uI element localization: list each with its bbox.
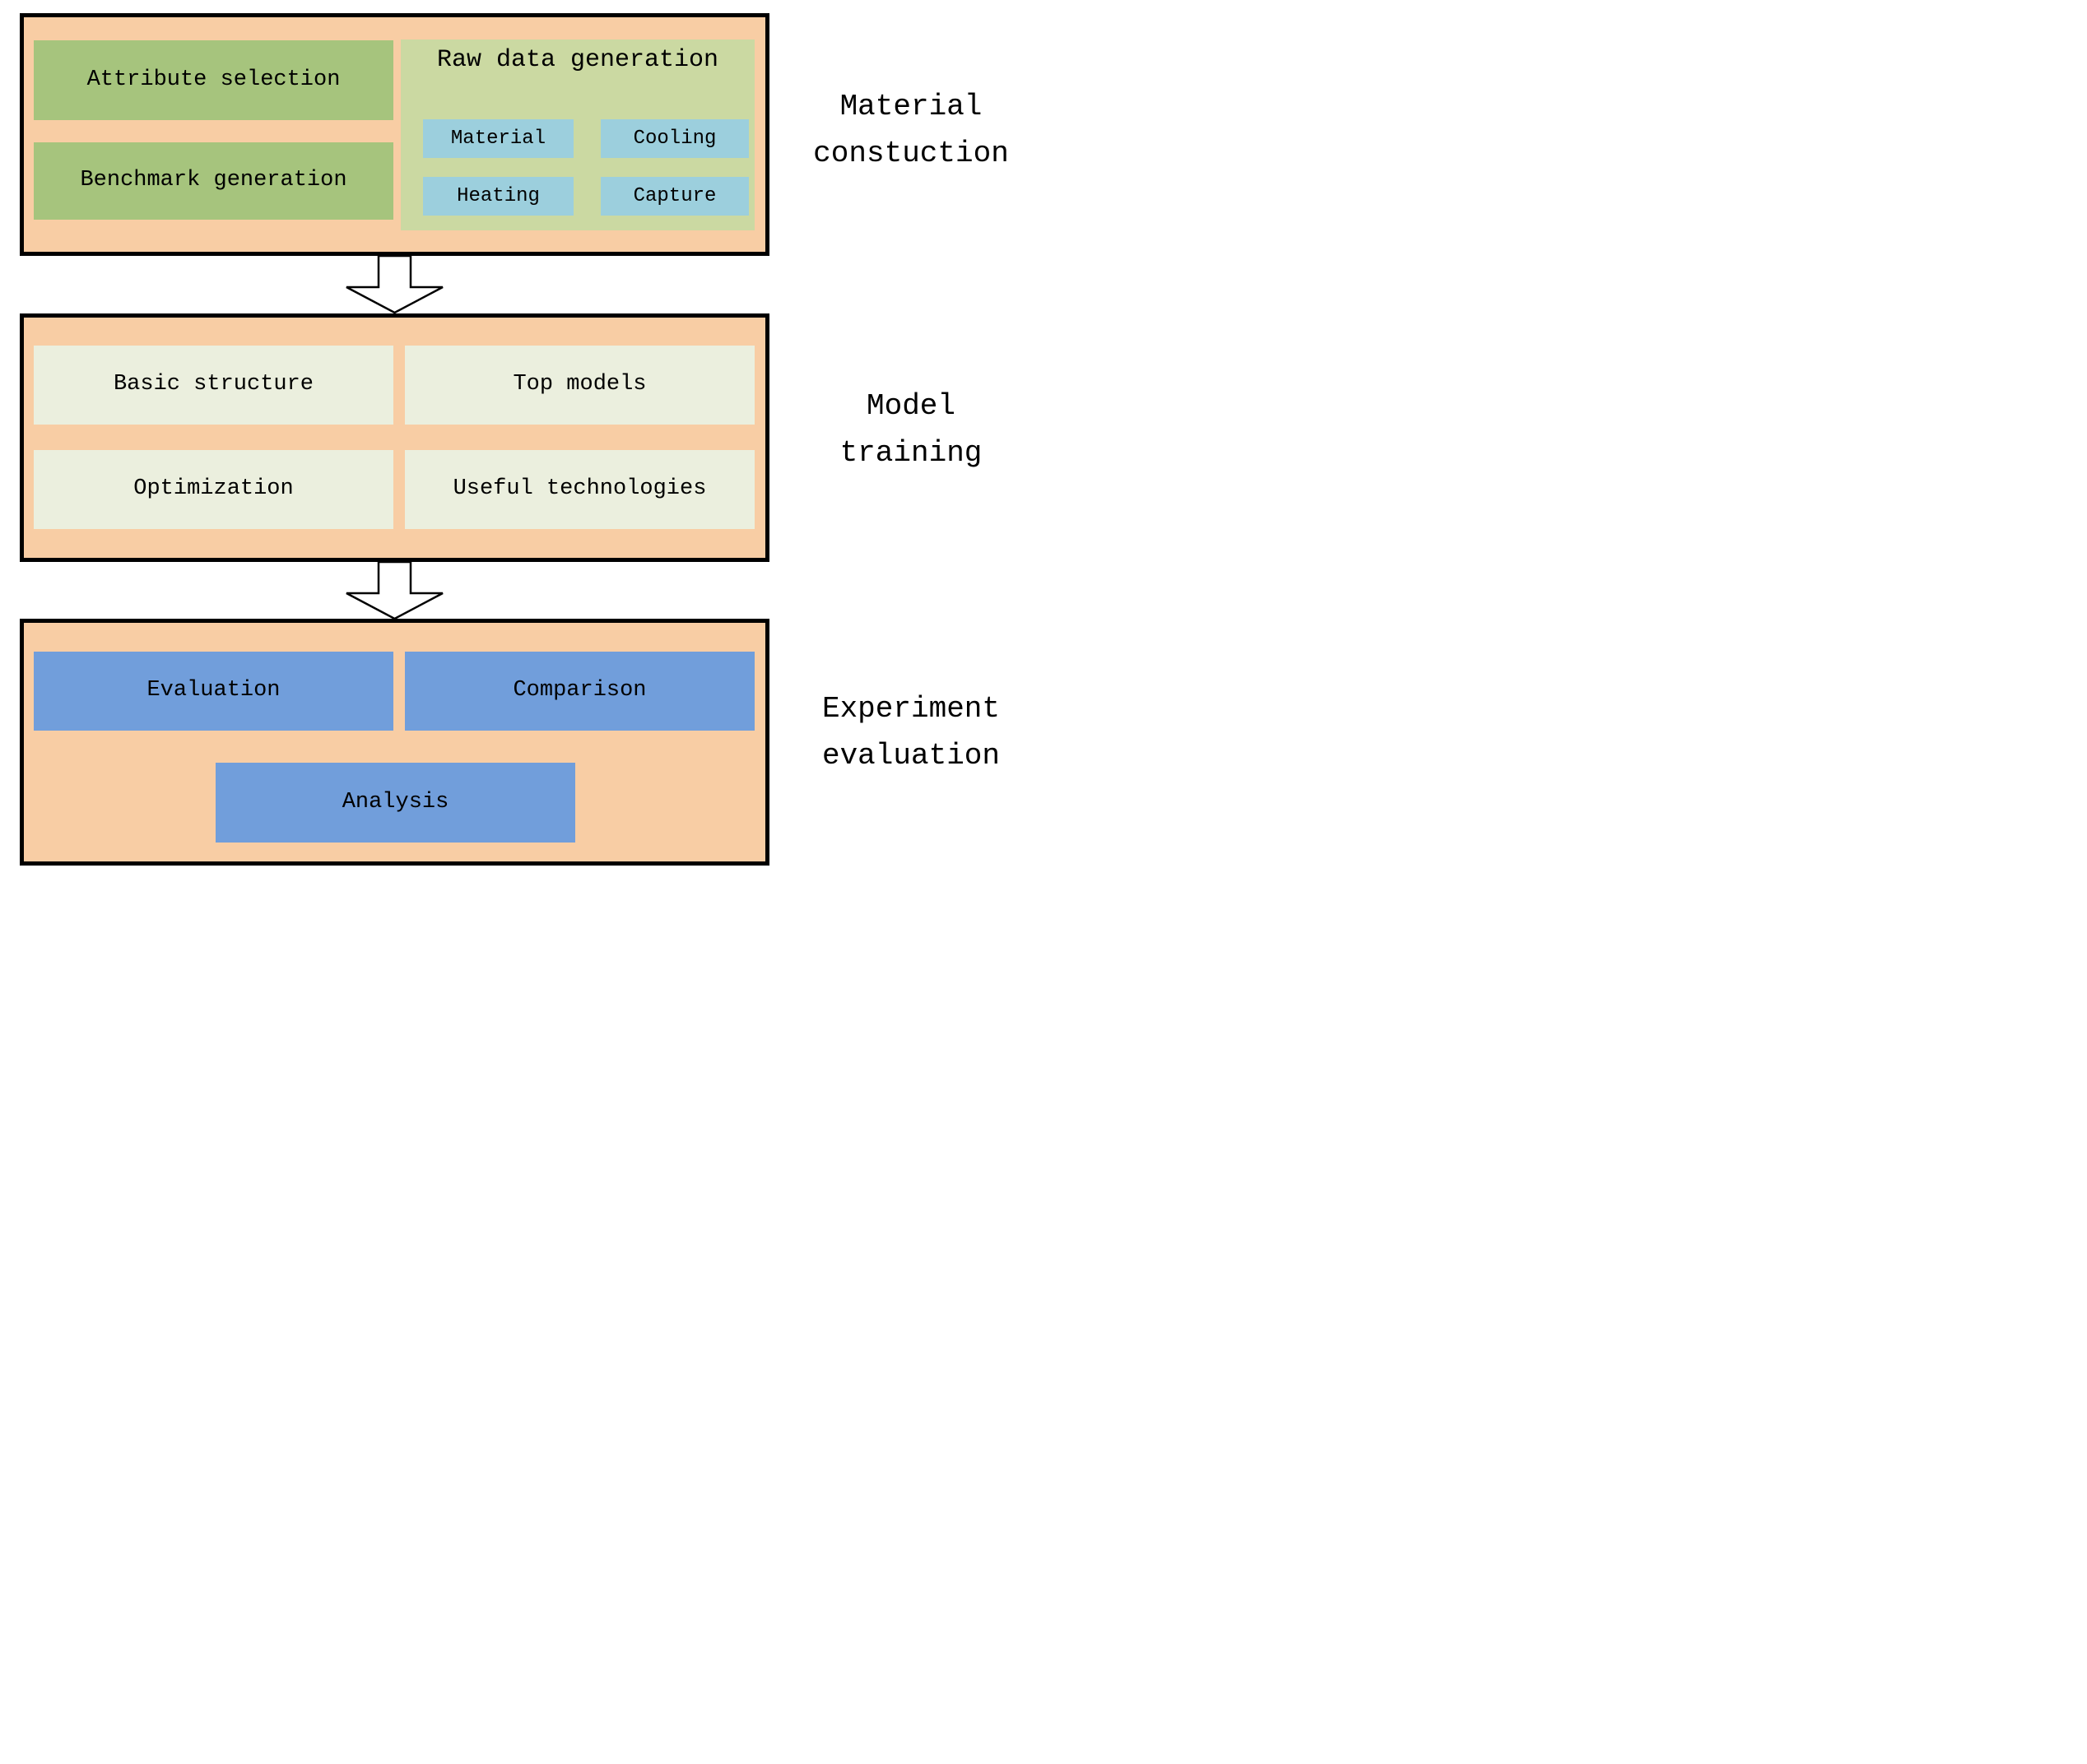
box-optimization: Optimization — [34, 450, 393, 529]
box-basic-structure: Basic structure — [34, 346, 393, 425]
side-label-experiment-evaluation: Experiment evaluation — [788, 685, 1034, 779]
side-label-model-training: Model training — [788, 383, 1034, 476]
down-arrow-icon — [346, 255, 444, 314]
diagram-canvas: Attribute selection Benchmark generation… — [0, 0, 1044, 882]
down-arrow-icon — [346, 561, 444, 620]
side-label-line: evaluation — [821, 739, 1001, 773]
box-useful-technologies: Useful technologies — [405, 450, 755, 529]
box-heating: Heating — [423, 177, 574, 216]
box-material: Material — [423, 119, 574, 158]
panel-model-training: Basic structure Top models Optimization … — [20, 313, 769, 562]
box-attribute-selection: Attribute selection — [34, 40, 393, 120]
box-evaluation: Evaluation — [34, 652, 393, 731]
box-capture: Capture — [601, 177, 749, 216]
raw-data-generation-title: Raw data generation — [436, 46, 719, 74]
side-label-line: training — [839, 436, 983, 470]
container-raw-data-generation: Raw data generation Material Cooling Hea… — [401, 39, 755, 230]
panel-material-construction: Attribute selection Benchmark generation… — [20, 13, 769, 256]
box-benchmark-generation: Benchmark generation — [34, 142, 393, 220]
box-analysis: Analysis — [216, 763, 575, 843]
box-cooling: Cooling — [601, 119, 749, 158]
side-label-line: constuction — [813, 137, 1009, 170]
side-label-material-construction: Material constuction — [788, 83, 1034, 177]
side-label-line: Model — [866, 389, 956, 423]
side-label-line: Experiment — [821, 692, 1001, 726]
side-label-line: Material — [839, 90, 983, 123]
box-comparison: Comparison — [405, 652, 755, 731]
box-top-models: Top models — [405, 346, 755, 425]
panel-experiment-evaluation: Evaluation Comparison Analysis — [20, 619, 769, 866]
